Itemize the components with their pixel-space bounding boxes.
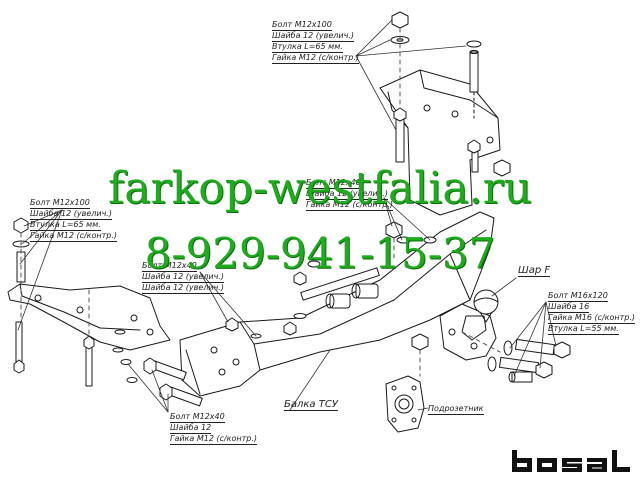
label-bottom-bolt-1: Болт М12х40 <box>170 412 225 423</box>
label-mid-bolt-2: Шайба 12 (увелич.) <box>306 189 388 200</box>
label-top-bolt-1: Болт М12х100 <box>272 20 332 31</box>
center-bolt-spacers <box>225 221 437 339</box>
label-left-mid-bolt-2: Шайба 12 (увелич.) <box>142 272 224 283</box>
label-ball-bolt-3: Гайка М16 (с/контр.) <box>548 313 636 324</box>
label-ball-bolt-1: Болт М16х120 <box>548 291 608 302</box>
watermark-site: farkop-westfalia.ru <box>108 163 532 214</box>
label-left-bolt-3: Втулка L=65 мм. <box>30 220 101 231</box>
ball-assembly <box>411 289 571 383</box>
assembly-axes <box>20 27 501 377</box>
label-mid-bolt-1: Болт М12х40 <box>306 178 361 189</box>
label-left-mid-bolt-3: Шайба 12 (увелич.) <box>142 283 224 294</box>
label-top-bolt-3: Втулка L=65 мм. <box>272 42 343 53</box>
label-left-mid-bolt-1: Болт М12х40 <box>142 261 197 272</box>
label-ball-bolt-4: Втулка L=55 мм. <box>548 324 619 335</box>
label-ball-bolt-2: Шайба 16 <box>548 302 590 313</box>
label-socket-plate: Подрозетник <box>428 404 484 415</box>
bottom-bolts <box>120 357 203 407</box>
socket-plate <box>385 375 425 433</box>
label-left-bolt-2: Шайба 12 (увелич.) <box>30 209 112 220</box>
label-bottom-bolt-2: Шайба 12 <box>170 423 212 434</box>
label-left-bolt-1: Болт М12х100 <box>30 198 90 209</box>
label-top-bolt-4: Гайка М12 (с/контр.) <box>272 53 360 64</box>
label-top-bolt-2: Шайба 12 (увелич.) <box>272 31 354 42</box>
bosal-logo <box>512 450 630 472</box>
label-left-bolt-4: Гайка М12 (с/контр.) <box>30 231 118 242</box>
label-ball: Шар F <box>518 265 551 277</box>
watermark-phone: 8-929-941-15-37 <box>144 229 496 278</box>
label-bottom-bolt-3: Гайка М12 (с/контр.) <box>170 434 258 445</box>
label-mid-bolt-3: Гайка М12 (с/контр.) <box>306 200 394 211</box>
label-beam: Балка ТСУ <box>284 399 338 411</box>
right-mounting-bracket <box>379 69 501 216</box>
top-bolt-stack <box>390 11 511 177</box>
leader-lines <box>17 19 557 413</box>
